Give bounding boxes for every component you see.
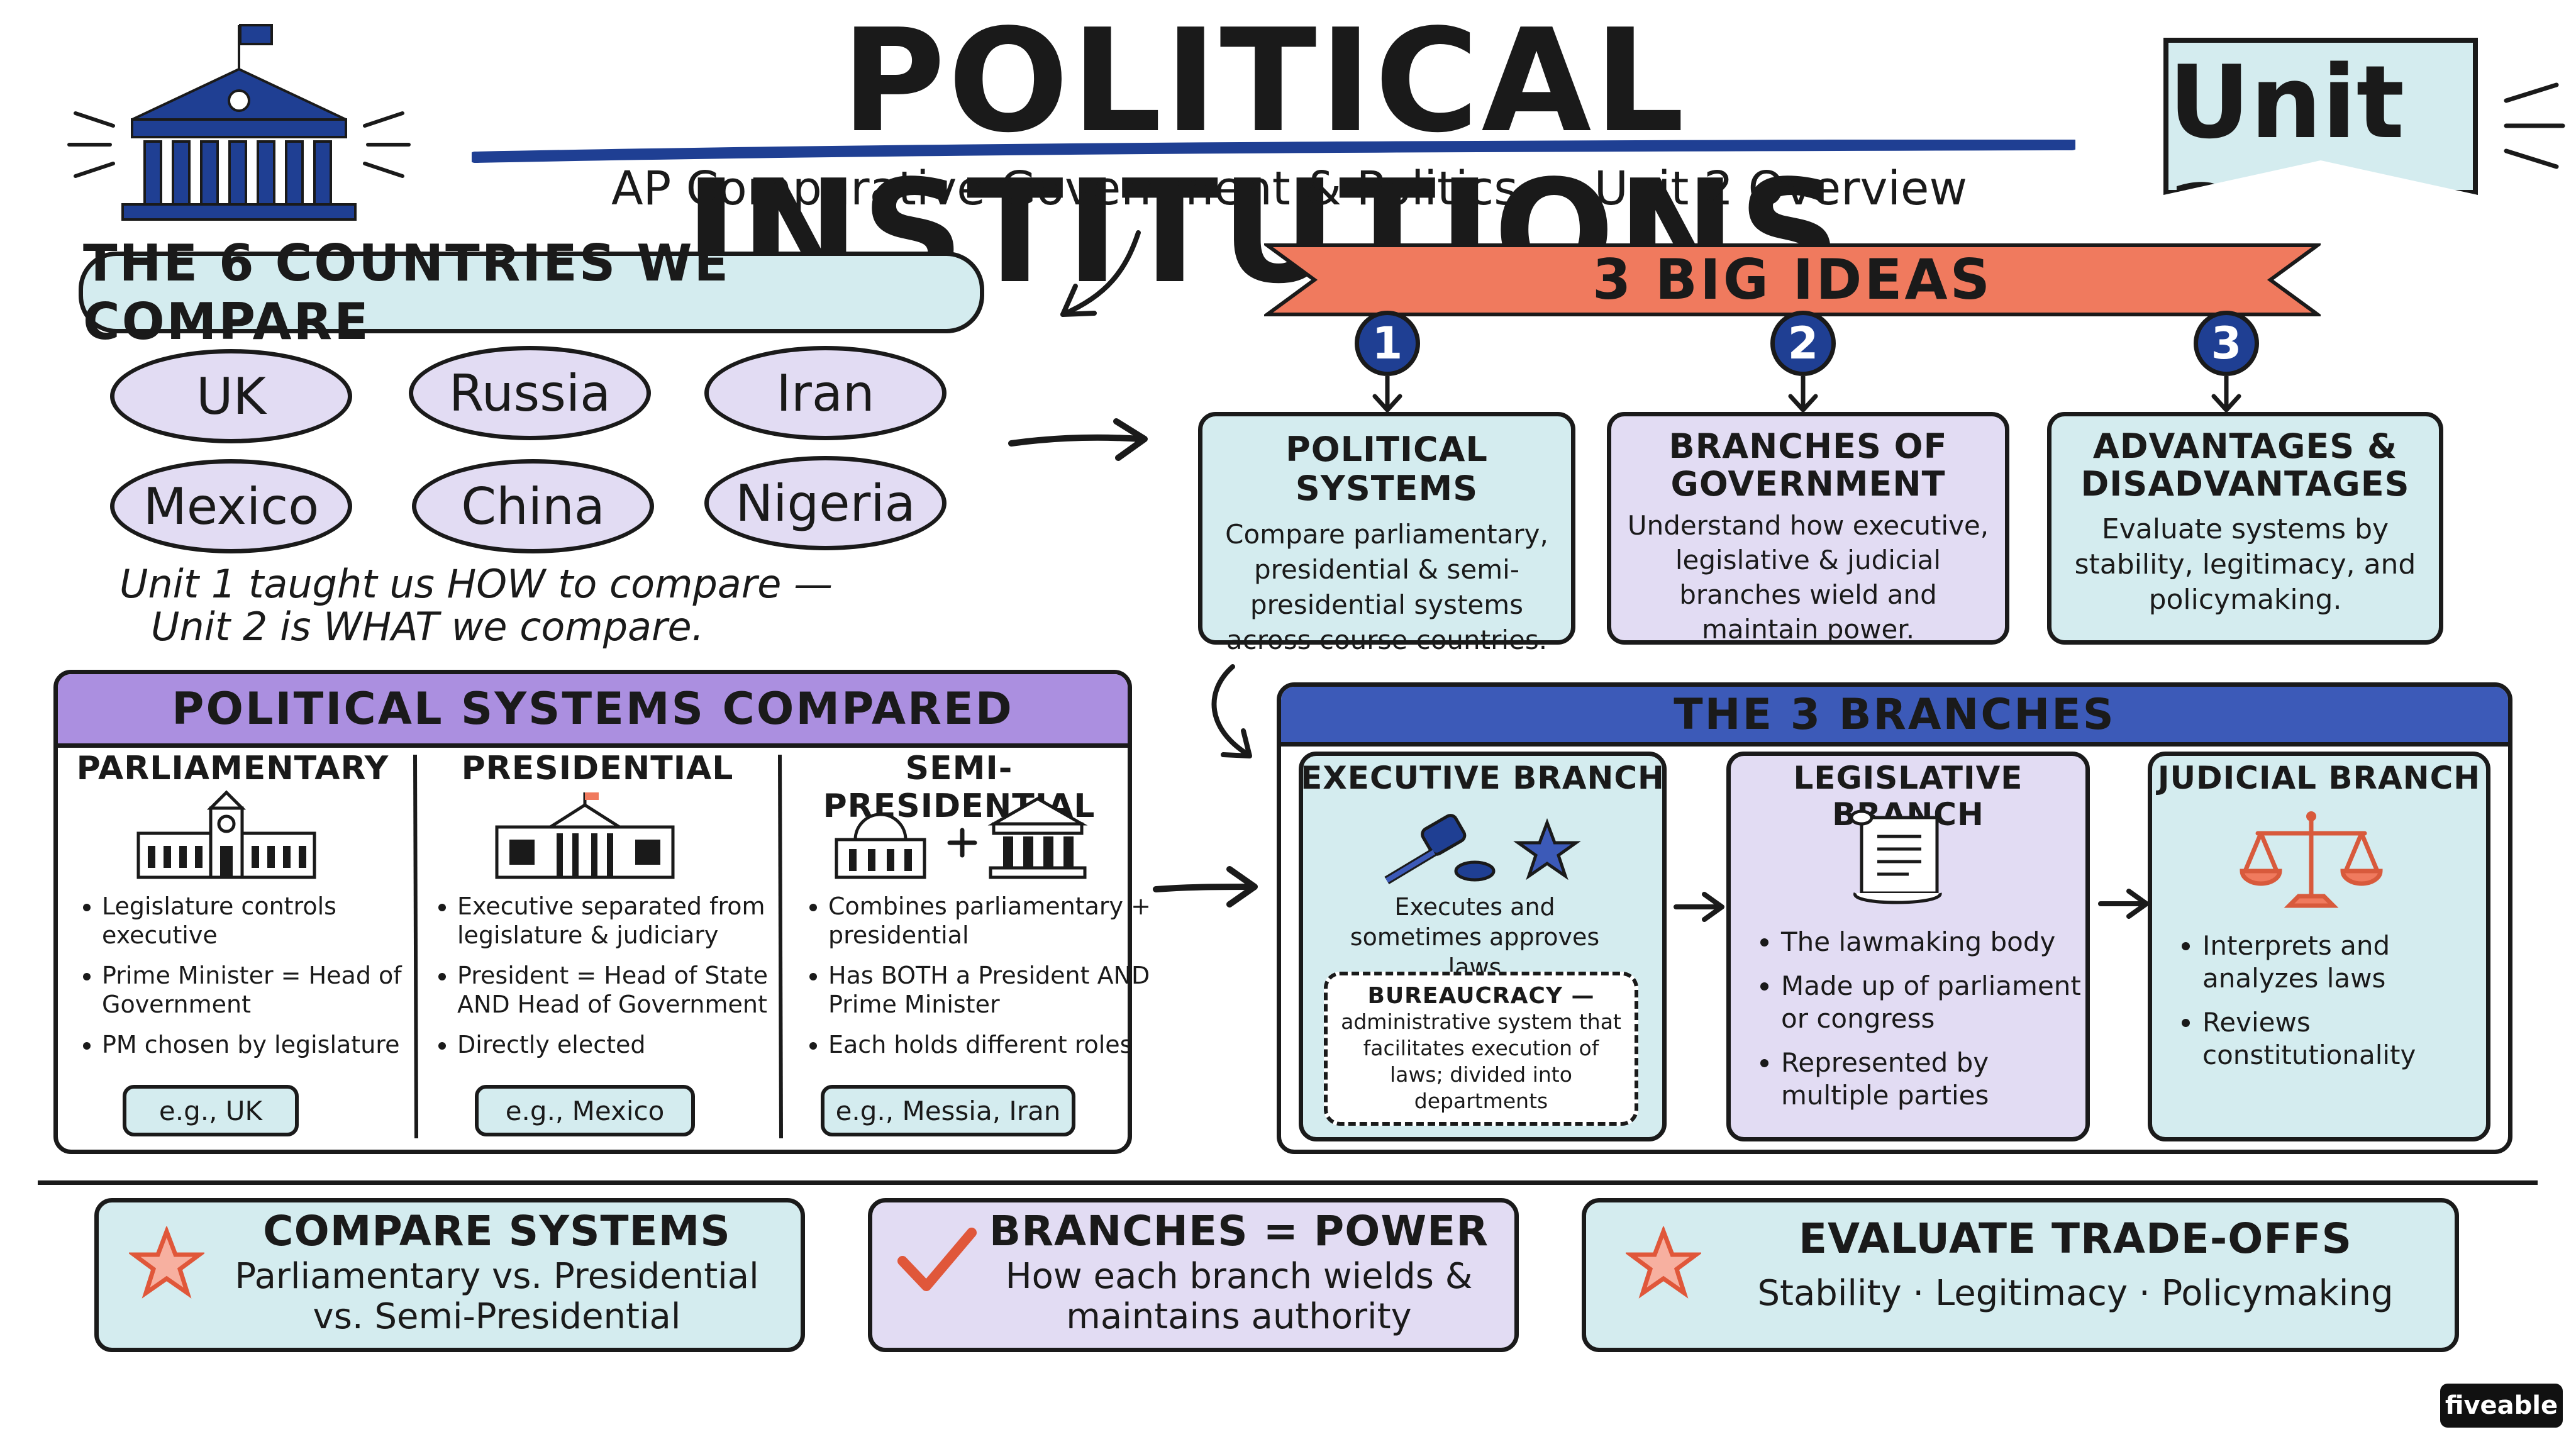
title-underline [472,140,2075,163]
presidential-bullets: Executive separated from legislature & j… [431,892,806,1070]
page-subtitle: AP Comparative Government & Politics — U… [611,162,1967,216]
big-ideas-banner [1264,243,2321,316]
countries-note-line2: Unit 2 is WHAT we compare. [151,604,704,650]
list-item: Made up of parliament or congress [1781,970,2096,1035]
idea-card-text: Evaluate systems by stability, legitimac… [2074,513,2416,616]
star-icon [129,1226,204,1299]
arrow-icon [2098,889,2149,919]
country-iran: Iran [704,346,947,440]
system-title-presidential: PRESIDENTIAL [461,750,734,787]
scales-icon [2240,811,2383,908]
unit-badge-label: Unit 2 [2168,43,2405,280]
idea-number-1: 1 [1355,311,1420,376]
example-semi-presidential: e.g., Messia, Iran [821,1085,1075,1136]
executive-branch-title: EXECUTIVE BRANCH [1301,760,1665,796]
list-item: Interprets and analyzes laws [2202,930,2498,995]
takeaway-content: EVALUATE TRADE-OFFS Stability · Legitima… [1711,1213,2440,1322]
list-item: Combines parliamentary + presidential [828,892,1155,950]
judicial-bullets: Interprets and analyzes laws Reviews con… [2176,930,2498,1083]
arrow-icon [1153,866,1258,908]
countries-heading: THE 6 COUNTRIES WE COMPARE [79,234,984,351]
takeaway-content: BRANCHES = POWER How each branch wields … [981,1206,1497,1337]
white-house-icon [495,792,675,879]
executive-branch-text: Executes and sometimes approves laws [1350,893,1600,981]
list-item: Reviews constitutionality [2202,1006,2498,1072]
semi-presidential-bullets: Combines parliamentary + presidential Ha… [802,892,1155,1070]
country-russia: Russia [409,346,651,440]
idea-card-title: POLITICAL SYSTEMS [1285,430,1488,508]
takeaway-line: How each branch wields & [1005,1256,1473,1297]
arrow-icon [1060,230,1141,317]
arrow-icon [1211,664,1252,758]
bureaucracy-text: administrative system that facilitates e… [1341,1009,1621,1113]
idea-card-text: Compare parliamentary, presidential & se… [1225,519,1548,655]
idea-connectors [1372,376,2241,413]
takeaway-title: EVALUATE TRADE-OFFS [1798,1214,2353,1263]
star-icon [1513,818,1581,880]
systems-panel-header: POLITICAL SYSTEMS COMPARED [58,674,1128,748]
list-item: Directly elected [457,1030,806,1059]
judicial-branch-title: JUDICIAL BRANCH [2157,760,2481,796]
fiveable-logo: fiveable [2440,1384,2563,1428]
parliamentary-bullets: Legislature controls executive Prime Min… [75,892,423,1070]
section-divider [38,1180,2538,1185]
idea-card-title: ADVANTAGES & DISADVANTAGES [2080,426,2410,504]
bureaucracy-box: BUREAUCRACY — administrative system that… [1324,972,1638,1126]
country-nigeria: Nigeria [704,456,947,550]
list-item: Each holds different roles [828,1030,1155,1059]
takeaway-compare-systems [94,1198,805,1352]
takeaway-title: BRANCHES = POWER [989,1207,1489,1255]
capitol-building-icon [67,24,411,221]
takeaway-line: maintains authority [1066,1296,1412,1337]
branches-panel-header: THE 3 BRANCHES [1281,687,2508,747]
list-item: Legislature controls executive [102,892,423,950]
takeaway-evaluate-tradeoffs [1582,1198,2459,1352]
list-item: Executive separated from legislature & j… [457,892,806,950]
takeaway-branches-power [868,1198,1519,1352]
scroll-icon [1850,809,1942,904]
arrow-icon [1674,892,1724,922]
country-mexico: Mexico [110,459,352,553]
idea-card-text: Understand how executive, legislative & … [1627,510,1989,645]
list-item: President = Head of State AND Head of Go… [457,961,806,1019]
example-parliamentary: e.g., UK [123,1085,299,1136]
takeaway-line: Parliamentary vs. Presidential [235,1256,759,1297]
system-title-parliamentary: PARLIAMENTARY [76,750,389,787]
combined-government-icon [835,797,1088,879]
example-presidential: e.g., Mexico [475,1085,695,1136]
list-item: Has BOTH a President AND Prime Minister [828,961,1155,1019]
countries-note: Unit 1 taught us HOW to compare — Unit 2… [119,563,833,648]
arrow-icon [1008,418,1148,461]
takeaway-line: vs. Semi-Presidential [313,1296,681,1337]
idea-card-branches: BRANCHES OF GOVERNMENT Understand how ex… [1607,412,2009,645]
list-item: The lawmaking body [1781,926,2096,958]
big-ideas-title: 3 BIG IDEAS [1592,247,1992,312]
gavel-icon [1384,814,1496,885]
takeaway-content: COMPARE SYSTEMS Parliamentary vs. Presid… [208,1206,786,1337]
idea-card-title: BRANCHES OF GOVERNMENT [1668,426,1948,504]
countries-note-line1: Unit 1 taught us HOW to compare — [119,561,833,607]
country-china: China [412,459,654,553]
systems-panel: POLITICAL SYSTEMS COMPARED [53,670,1132,1154]
list-item: Represented by multiple parties [1781,1046,2096,1112]
unit-badge: Unit 2 [2163,38,2478,195]
parliament-building-icon [136,790,316,879]
idea-card-political-systems: POLITICAL SYSTEMS Compare parliamentary,… [1198,412,1575,655]
checkmark-icon [897,1228,977,1291]
idea-number-3: 3 [2194,311,2259,376]
takeaway-title: COMPARE SYSTEMS [263,1207,731,1255]
idea-card-advantages: ADVANTAGES & DISADVANTAGES Evaluate syst… [2047,412,2443,645]
list-item: Prime Minister = Head of Government [102,961,423,1019]
list-item: PM chosen by legislature [102,1030,423,1059]
idea-number-2: 2 [1770,311,1836,376]
takeaway-line: Stability · Legitimacy · Policymaking [1757,1273,2394,1314]
systems-dividers [413,754,783,1139]
star-icon [1626,1226,1701,1299]
judicial-branch-card [2148,752,2490,1141]
country-uk: UK [110,349,352,443]
legislative-bullets: The lawmaking body Made up of parliament… [1755,926,2096,1123]
bureaucracy-title: BUREAUCRACY — [1367,983,1595,1009]
sparkle-lines [2504,82,2565,169]
